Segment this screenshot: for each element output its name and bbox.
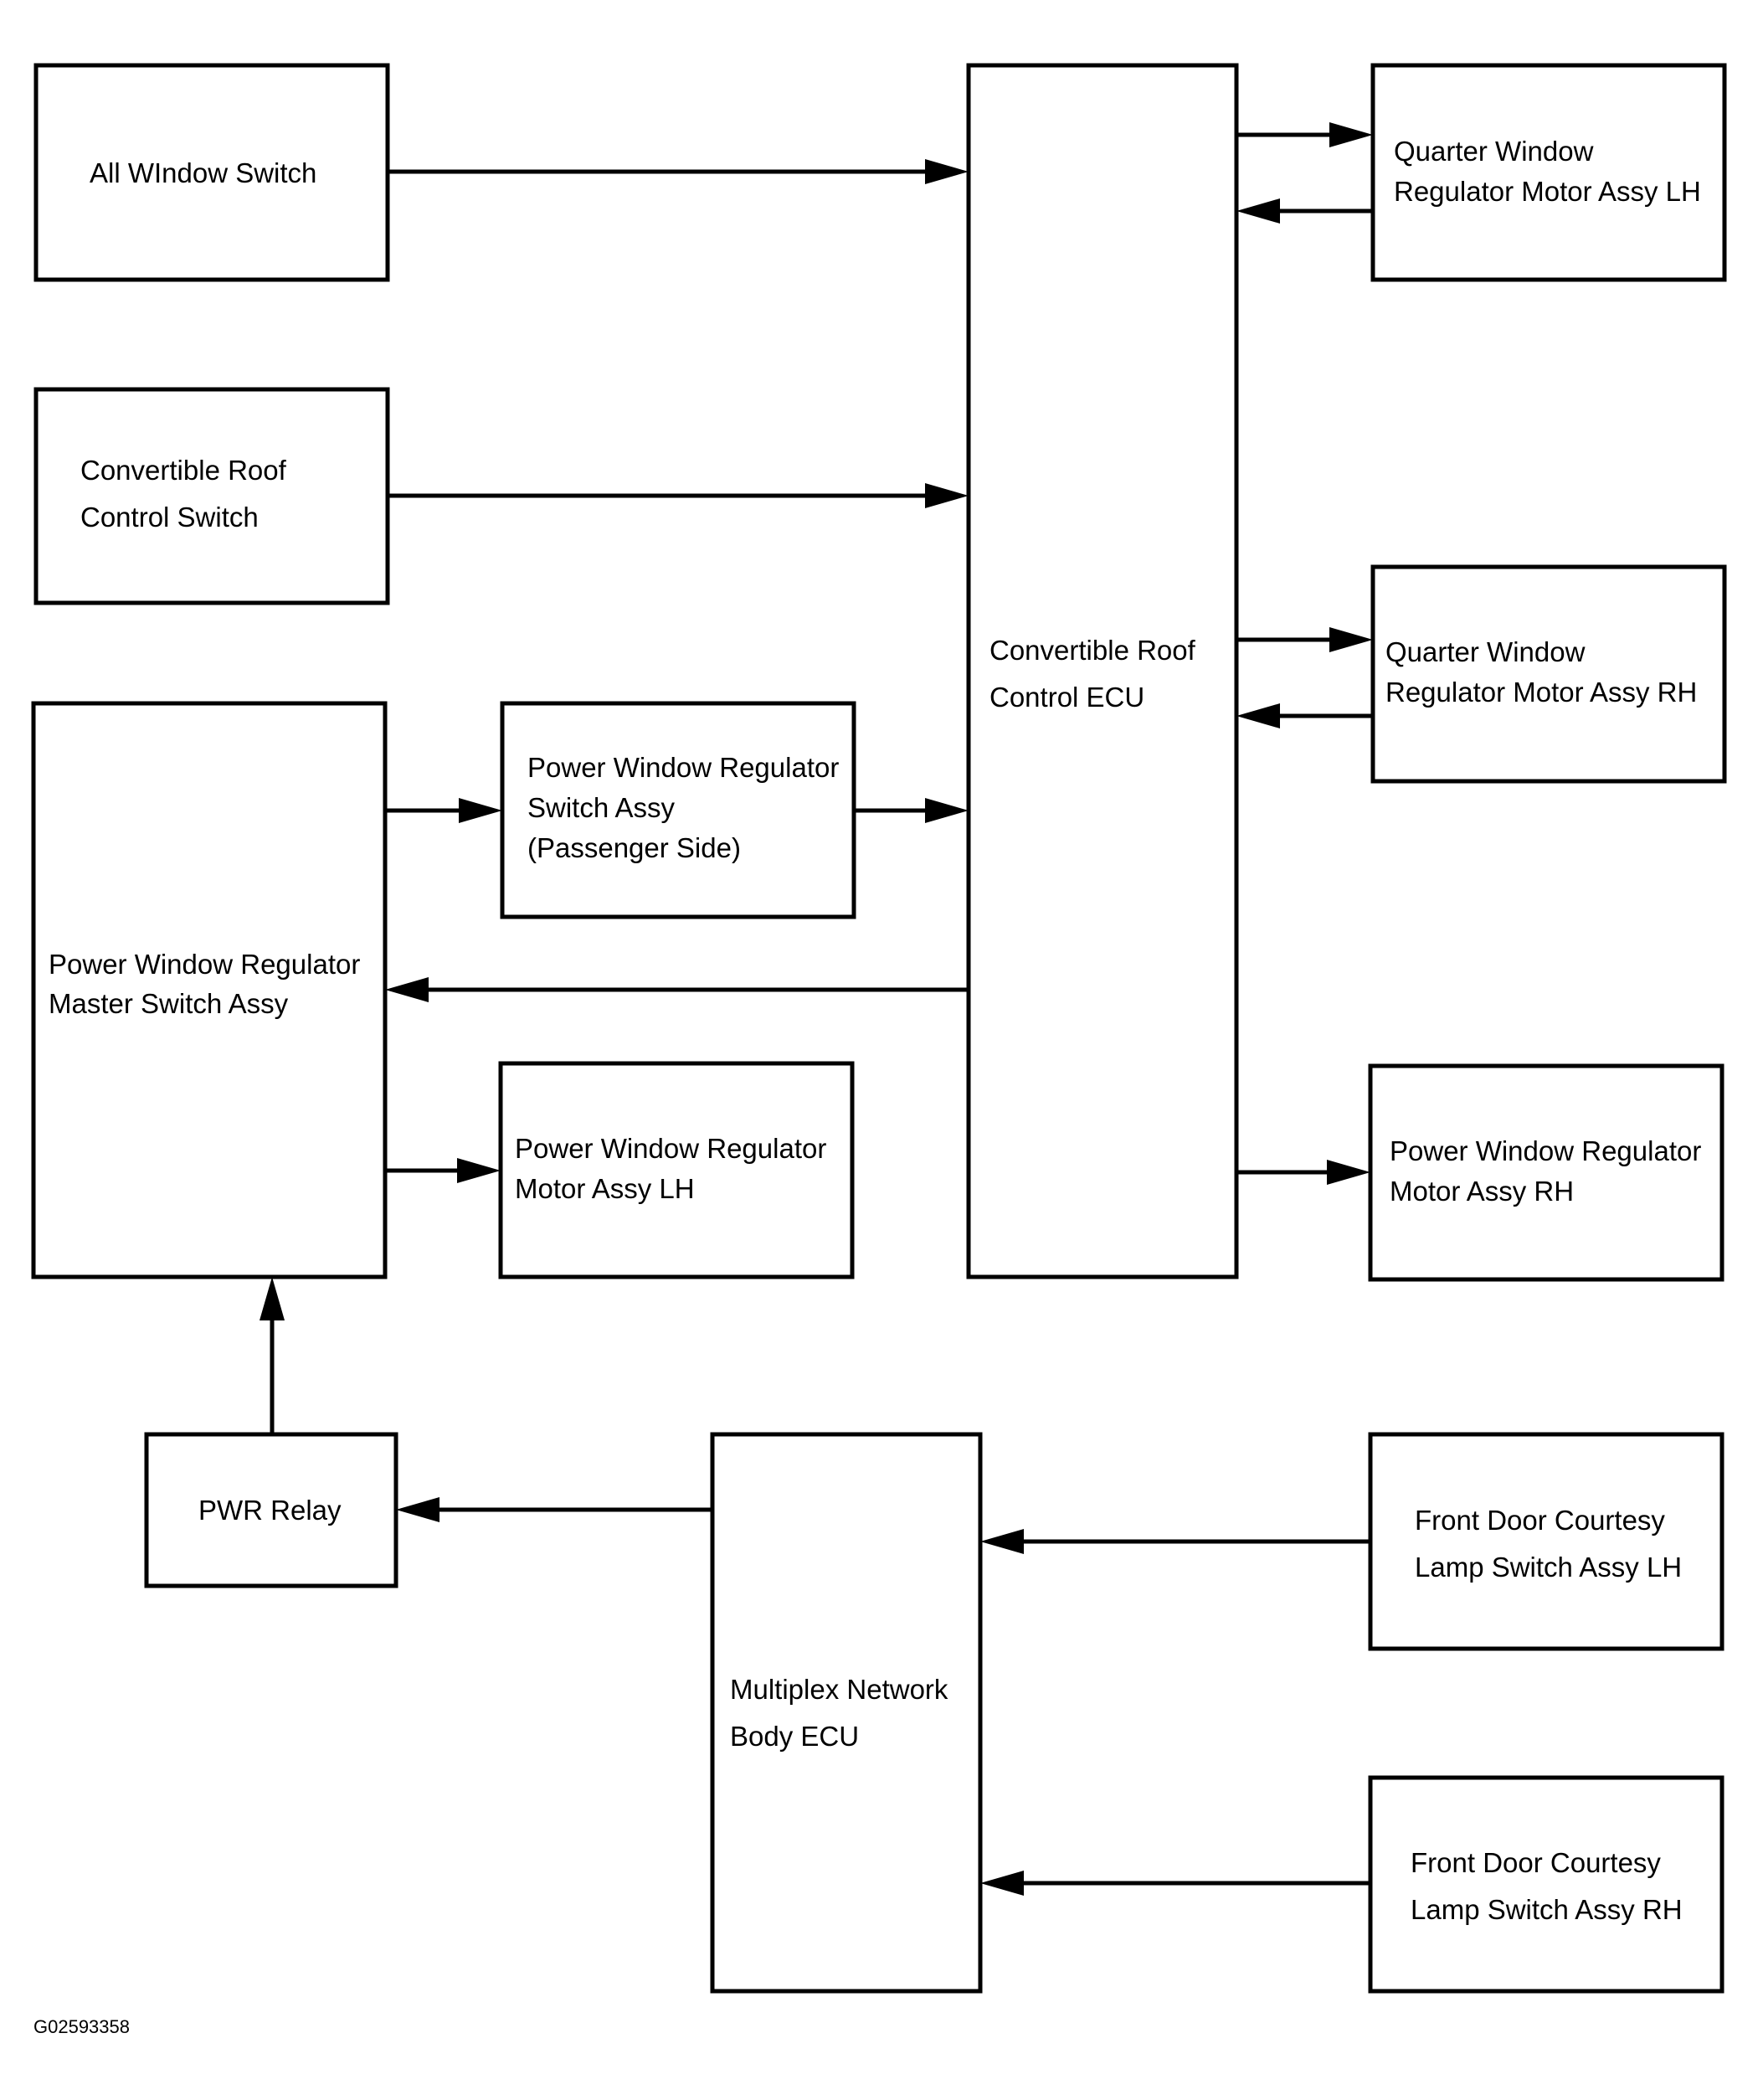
courtesy-lh-label: Lamp Switch Assy LH	[1415, 1552, 1682, 1583]
arrowheads	[260, 122, 1373, 1896]
courtesy-rh-label: Front Door Courtesy	[1411, 1847, 1661, 1878]
all-window-switch-label: All WIndow Switch	[90, 157, 316, 188]
arrow-left-icon	[385, 977, 429, 1002]
connectors	[270, 132, 1373, 1886]
arrow-left-icon	[980, 1529, 1024, 1554]
arrow-left-icon	[1236, 198, 1280, 224]
convertible-roof-control-switch-label: Control Switch	[80, 502, 259, 533]
quarter-window-motor-rh-box: Quarter Window Regulator Motor Assy RH	[1370, 564, 1727, 784]
quarter-motor-rh-label: Quarter Window	[1385, 636, 1586, 667]
arrow-up-icon	[260, 1277, 285, 1320]
convertible-roof-ecu-label: Convertible Roof	[989, 635, 1196, 666]
convertible-roof-ecu-label: Control ECU	[989, 682, 1144, 713]
motor-lh-label: Motor Assy LH	[515, 1173, 695, 1204]
passenger-switch-label: Switch Assy	[527, 792, 676, 823]
motor-rh-label: Power Window Regulator	[1390, 1135, 1701, 1166]
motor-lh-label: Power Window Regulator	[515, 1133, 826, 1164]
courtesy-rh-label: Lamp Switch Assy RH	[1411, 1894, 1683, 1925]
pwr-relay-box: PWR Relay	[144, 1432, 398, 1588]
master-switch-label: Power Window Regulator	[49, 949, 360, 980]
arrow-right-icon	[925, 483, 969, 508]
passenger-switch-label: Power Window Regulator	[527, 752, 839, 783]
all-window-switch-box: All WIndow Switch	[33, 63, 390, 282]
quarter-motor-lh-label: Regulator Motor Assy LH	[1394, 176, 1701, 207]
arrow-left-icon	[396, 1497, 439, 1522]
front-door-courtesy-lamp-switch-lh-box: Front Door Courtesy Lamp Switch Assy LH	[1368, 1432, 1724, 1651]
arrow-left-icon	[1236, 703, 1280, 728]
power-window-regulator-motor-rh-box: Power Window Regulator Motor Assy RH	[1368, 1063, 1724, 1282]
convertible-roof-control-switch-label: Convertible Roof	[80, 455, 287, 486]
pwr-relay-label: PWR Relay	[198, 1495, 342, 1526]
convertible-roof-control-ecu-box: Convertible Roof Control ECU	[966, 63, 1239, 1279]
convertible-roof-control-switch-box: Convertible Roof Control Switch	[33, 387, 390, 605]
multiplex-network-body-ecu-box: Multiplex Network Body ECU	[710, 1432, 983, 1994]
figure-id: G02593358	[33, 2016, 130, 2037]
multiplex-ecu-label: Multiplex Network	[730, 1674, 948, 1705]
arrow-right-icon	[1327, 1160, 1370, 1185]
power-window-regulator-switch-passenger-box: Power Window Regulator Switch Assy (Pass…	[500, 701, 856, 919]
front-door-courtesy-lamp-switch-rh-box: Front Door Courtesy Lamp Switch Assy RH	[1368, 1775, 1724, 1994]
multiplex-ecu-label: Body ECU	[730, 1721, 859, 1752]
quarter-motor-rh-label: Regulator Motor Assy RH	[1385, 677, 1697, 708]
master-switch-label: Master Switch Assy	[49, 988, 289, 1019]
arrow-right-icon	[925, 798, 969, 823]
quarter-window-motor-lh-box: Quarter Window Regulator Motor Assy LH	[1370, 63, 1727, 282]
power-window-regulator-master-switch-box: Power Window Regulator Master Switch Ass…	[31, 701, 388, 1279]
arrow-right-icon	[925, 159, 969, 184]
arrow-right-icon	[1329, 122, 1373, 147]
power-window-regulator-motor-lh-box: Power Window Regulator Motor Assy LH	[498, 1061, 855, 1279]
arrow-right-icon	[1329, 627, 1373, 652]
courtesy-lh-label: Front Door Courtesy	[1415, 1505, 1665, 1536]
quarter-motor-lh-label: Quarter Window	[1394, 136, 1594, 167]
arrow-left-icon	[980, 1871, 1024, 1896]
arrow-right-icon	[459, 798, 502, 823]
motor-rh-label: Motor Assy RH	[1390, 1176, 1574, 1207]
passenger-switch-label: (Passenger Side)	[527, 832, 741, 863]
arrow-right-icon	[457, 1158, 501, 1183]
